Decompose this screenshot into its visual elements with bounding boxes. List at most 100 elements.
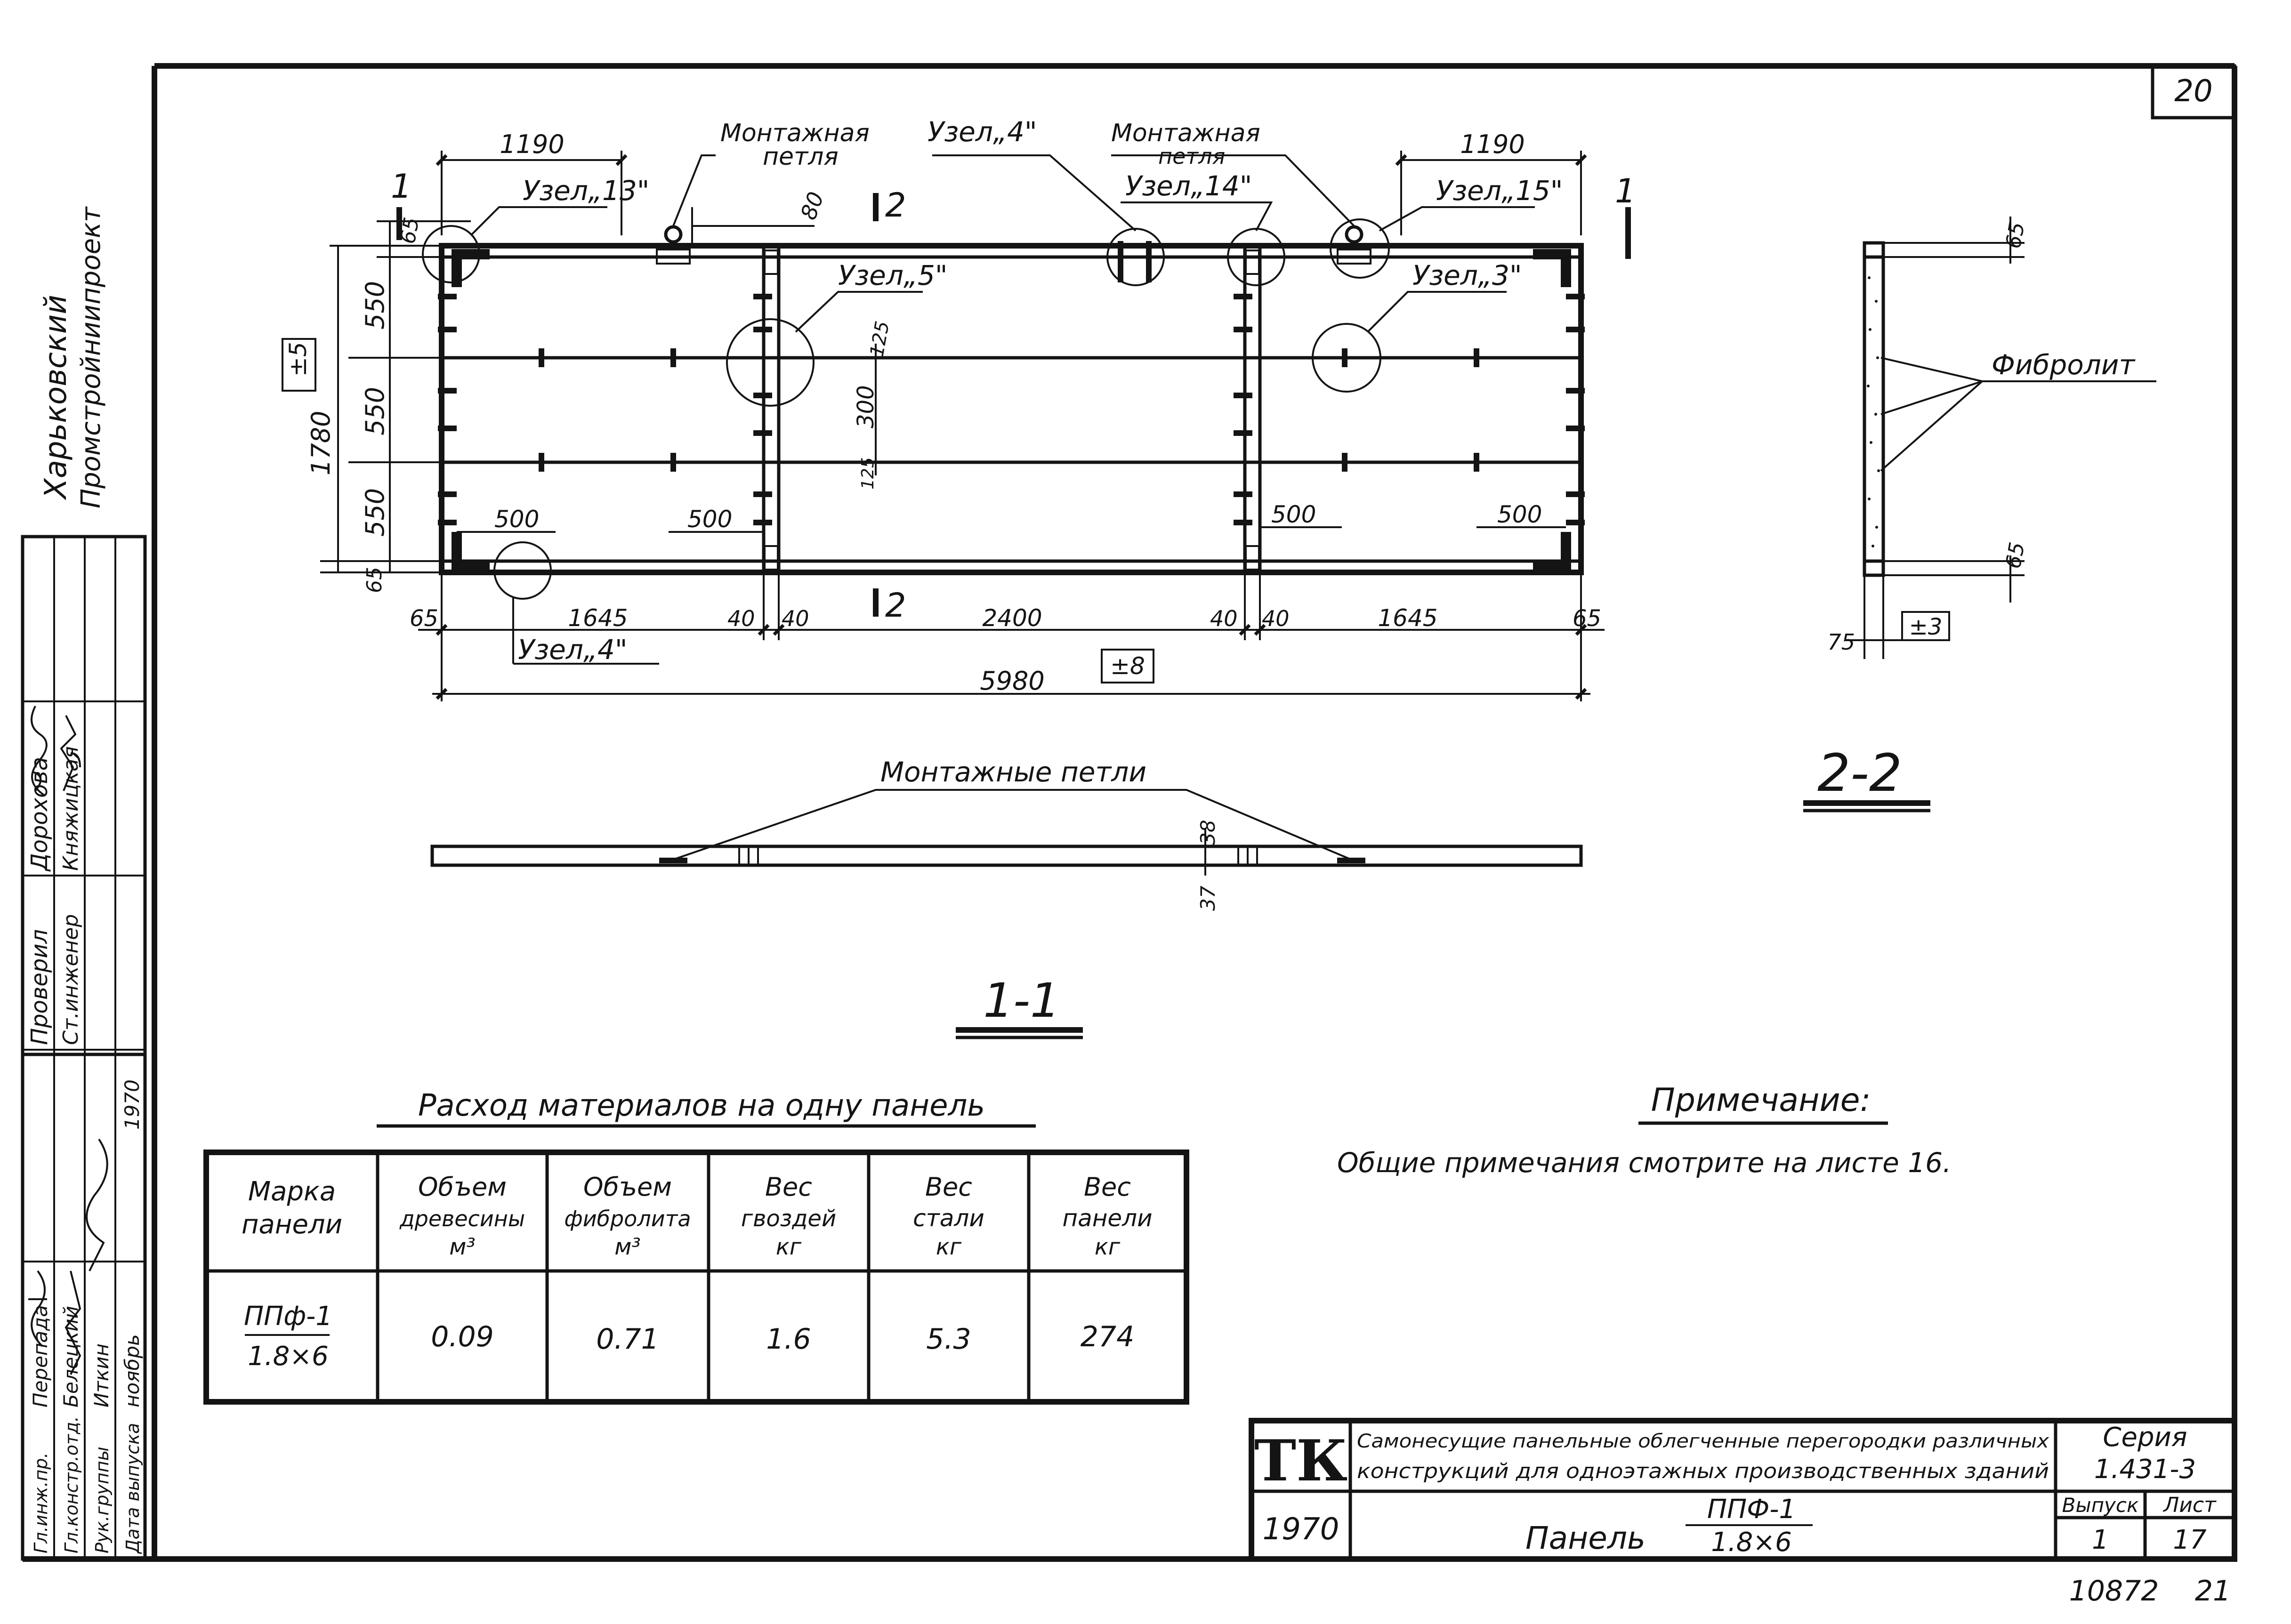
dim-1190-right: 1190 bbox=[1460, 129, 1525, 159]
note-text: Общие примечания смотрите на листе 16. bbox=[1337, 1147, 1952, 1179]
row-fibrolite-volume: 0.71 bbox=[596, 1323, 659, 1356]
page-number: 20 bbox=[2174, 74, 2212, 109]
lifting-loop-right-line2: петля bbox=[1158, 144, 1225, 169]
dim-2400: 2400 bbox=[982, 604, 1042, 632]
header-panel-unit: кг bbox=[1095, 1234, 1121, 1260]
header-steel-line1: Вес bbox=[925, 1172, 972, 1202]
node-4-top-label: Узел„4" bbox=[928, 116, 1037, 148]
dim-65-bottom: 65 bbox=[363, 567, 387, 593]
dim-40-d: 40 bbox=[1262, 606, 1290, 631]
title-block-year: 1970 bbox=[1263, 1512, 1339, 1547]
dim-550-b: 550 bbox=[360, 387, 390, 435]
organization-line2: Промстройниипроект bbox=[76, 206, 106, 508]
section-1-1: Монтажные петли 38 37 1-1 bbox=[430, 756, 1583, 1039]
chief-designer-role: Гл.констр.отд. bbox=[61, 1416, 82, 1553]
lifting-loop-left-line2: петля bbox=[763, 143, 839, 171]
header-panel-line2: панели bbox=[1062, 1205, 1152, 1232]
signature-senior bbox=[60, 715, 81, 791]
organization-line1: Харьковский bbox=[39, 295, 73, 500]
header-steel-line2: стали bbox=[913, 1205, 984, 1232]
dim-550-a: 550 bbox=[360, 281, 390, 330]
node-3-label: Узел„3" bbox=[1412, 259, 1522, 291]
dim-550-c: 550 bbox=[360, 488, 390, 537]
dim-65-right-bottom: 65 bbox=[1573, 605, 1601, 632]
fibrolite-label: Фибролит bbox=[1992, 349, 2136, 381]
signature-group-head bbox=[86, 1138, 108, 1271]
dim-65-top: 65 bbox=[396, 216, 424, 246]
archive-number: 10872 bbox=[2069, 1575, 2159, 1608]
cut-1-left: 1 bbox=[391, 167, 412, 206]
dim-500-a: 500 bbox=[494, 506, 539, 533]
issue-date-role: Дата выпуска bbox=[122, 1423, 143, 1554]
row-mark-bottom: 1.8×6 bbox=[248, 1341, 329, 1372]
materials-table-title: Расход материалов на одну панель bbox=[418, 1088, 985, 1123]
signature-chief-design bbox=[65, 1270, 81, 1375]
lifting-loop-left-line1: Монтажная bbox=[720, 119, 870, 147]
materials-table: Расход материалов на одну панель Марка п… bbox=[203, 1088, 1189, 1405]
dim-40-a: 40 bbox=[727, 606, 755, 631]
header-fibrolite-line1: Объем bbox=[583, 1172, 672, 1202]
cut-2-bottom: 2 bbox=[885, 586, 906, 625]
row-wood-volume: 0.09 bbox=[431, 1320, 494, 1353]
note-title: Примечание: bbox=[1651, 1082, 1871, 1119]
lifting-loop-right-line1: Монтажная bbox=[1111, 119, 1260, 147]
panel-mark-bottom: 1.8×6 bbox=[1711, 1527, 1792, 1558]
row-steel-weight: 5.3 bbox=[926, 1323, 971, 1356]
section-2-2-dim-65-bottom: 65 bbox=[2001, 540, 2030, 571]
issue-date-year: 1970 bbox=[121, 1079, 144, 1130]
panel-plan: 1 1 2 2 bbox=[282, 116, 1636, 701]
side-stamp: Харьковский Промстройниипроект Проверил … bbox=[21, 206, 147, 1561]
group-head-role: Рук.группы bbox=[92, 1447, 113, 1553]
cut-2-top: 2 bbox=[885, 186, 906, 225]
row-nails-weight: 1.6 bbox=[766, 1323, 811, 1356]
issue-label: Выпуск bbox=[2062, 1494, 2139, 1517]
sheet-label: Лист bbox=[2162, 1493, 2217, 1517]
dim-125-a: 125 bbox=[866, 320, 894, 359]
header-fibrolite-unit: м³ bbox=[614, 1234, 640, 1260]
checked-name: Дорохова bbox=[26, 757, 53, 872]
header-fibrolite-line2: фибролита bbox=[564, 1206, 691, 1231]
header-nails-line1: Вес bbox=[765, 1172, 812, 1202]
header-wood-line1: Объем bbox=[418, 1172, 507, 1202]
node-5-label: Узел„5" bbox=[838, 259, 948, 291]
checked-role: Проверил bbox=[26, 929, 53, 1045]
tolerance-length: ±8 bbox=[1110, 652, 1145, 680]
node-14-label: Узел„14" bbox=[1125, 170, 1252, 202]
tolerance-thickness: ±3 bbox=[1909, 614, 1943, 640]
dim-1780: 1780 bbox=[306, 411, 336, 475]
senior-engineer-role: Ст.инженер bbox=[59, 914, 83, 1045]
header-nails-unit: кг bbox=[776, 1234, 802, 1260]
header-steel-unit: кг bbox=[936, 1234, 962, 1260]
signature-checked bbox=[31, 706, 48, 796]
signature-chief-eng bbox=[28, 1270, 47, 1347]
dim-40-b: 40 bbox=[782, 606, 809, 631]
dim-300: 300 bbox=[853, 385, 879, 428]
dim-125-b: 125 bbox=[858, 457, 878, 490]
chief-engineer-role: Гл.инж.пр. bbox=[31, 1453, 51, 1553]
section-1-1-dim-38: 38 bbox=[1196, 820, 1219, 845]
dim-1645-left: 1645 bbox=[568, 604, 628, 632]
lifting-loops-label: Монтажные петли bbox=[880, 756, 1146, 788]
logo: ТК bbox=[1254, 1428, 1347, 1494]
issue-date-month: ноябрь bbox=[121, 1334, 144, 1407]
node-15-label: Узел„15" bbox=[1436, 175, 1563, 207]
header-wood-line2: древесины bbox=[399, 1206, 525, 1231]
section-1-1-title: 1-1 bbox=[983, 973, 1060, 1028]
section-2-2-dim-75: 75 bbox=[1827, 629, 1855, 655]
section-2-2: 65 65 Фибролит 75 ±3 2-2 bbox=[1803, 217, 2156, 812]
header-mark-line2: панели bbox=[242, 1209, 342, 1240]
row-panel-weight: 274 bbox=[1081, 1320, 1135, 1353]
section-1-1-dim-37: 37 bbox=[1196, 885, 1219, 911]
sheet-value: 17 bbox=[2173, 1525, 2207, 1555]
header-nails-line2: гвоздей bbox=[741, 1206, 836, 1232]
dim-1190-left: 1190 bbox=[500, 129, 564, 159]
title-block: ТК 1970 Самонесущие панельные облегченны… bbox=[1249, 1418, 2237, 1562]
section-2-2-dim-65-top: 65 bbox=[2001, 220, 2030, 250]
node-4-bottom-label: Узел„4" bbox=[518, 634, 628, 666]
dim-5980: 5980 bbox=[980, 666, 1044, 696]
dim-500-d: 500 bbox=[1497, 501, 1542, 528]
series-label: Серия bbox=[2103, 1422, 2187, 1453]
dim-500-b: 500 bbox=[687, 506, 732, 533]
dim-80: 80 bbox=[796, 188, 829, 223]
dim-1645-right: 1645 bbox=[1378, 604, 1437, 632]
